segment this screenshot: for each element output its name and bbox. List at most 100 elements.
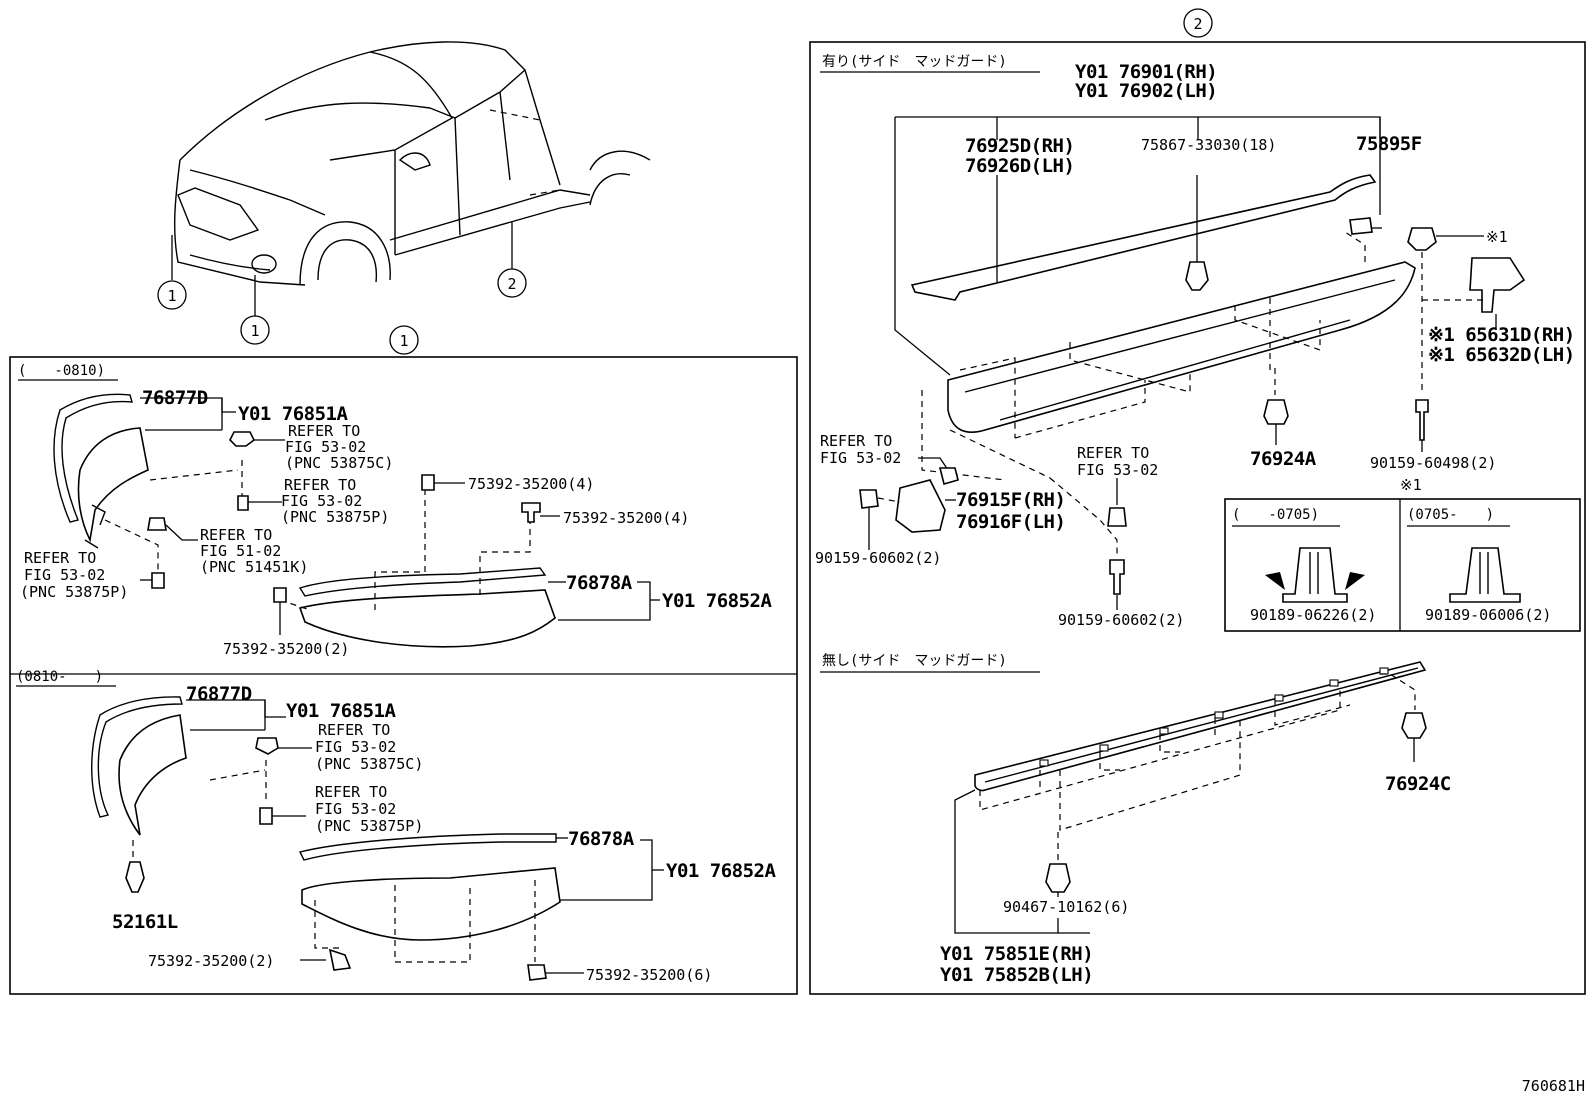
clip-90189-06226-label: 90189-06226(2) — [1250, 606, 1376, 624]
nut-icon — [938, 467, 959, 485]
note-box: ※1 ( -0705) (0705- ) 90189-06226(2) 9018… — [1224, 476, 1581, 632]
svg-text:REFER TO: REFER TO — [24, 549, 96, 567]
part-65631d-label: ※1 65631D(RH) — [1428, 324, 1575, 346]
clip-icon — [1401, 712, 1427, 739]
ref-fig53-02-center: REFER TO FIG 53-02 — [1077, 444, 1158, 479]
left-lower-header: (0810- ) — [16, 669, 103, 685]
clip-90189-06006-label: 90189-06006(2) — [1425, 606, 1551, 624]
bolt-90159-60602-label: 90159-60602(2) — [815, 549, 941, 567]
assy-y01-75852b-label: Y01 75852B(LH) — [940, 964, 1093, 986]
bracket-icon — [1469, 257, 1526, 313]
clip-icon — [527, 964, 547, 981]
callout-1-icon — [157, 280, 187, 310]
clip-75392-label: 75392-35200(4) — [563, 509, 689, 527]
assy-y01-75851e-label: Y01 75851E(RH) — [940, 943, 1093, 965]
clip-icon — [1107, 507, 1127, 527]
note-box-title: ※1 — [1400, 476, 1422, 494]
callout-1-label: 1 — [250, 322, 259, 340]
svg-text:REFER TO: REFER TO — [1077, 444, 1149, 462]
note-left-header: ( -0705) — [1232, 507, 1319, 523]
part-52161l-label: 52161L — [112, 911, 178, 933]
part-76916f-label: 76916F(LH) — [956, 511, 1065, 533]
screw-icon — [1185, 261, 1209, 291]
svg-text:(PNC 53875P): (PNC 53875P) — [315, 817, 423, 835]
left-lower-group: 76877D Y01 76851A 52161L REFER TO FIG 53… — [91, 683, 777, 984]
part-76877d-label: 76877D — [142, 387, 208, 409]
part-y01-76852a-label: Y01 76852A — [666, 860, 776, 882]
screw-icon — [151, 572, 165, 589]
svg-text:FIG 53-02: FIG 53-02 — [1077, 461, 1158, 479]
bolt-90159-60602-label: 90159-60602(2) — [1058, 611, 1184, 629]
screw-75867-label: 75867-33030(18) — [1141, 136, 1276, 154]
part-75895f-label: 75895F — [1356, 133, 1422, 155]
callout-1-label: 1 — [167, 287, 176, 305]
car-overview-illustration: 1 1 2 — [157, 41, 651, 345]
screw-icon — [237, 495, 249, 511]
screw-icon — [259, 807, 273, 825]
svg-text:(PNC 53875P): (PNC 53875P) — [281, 508, 389, 526]
clip-icon — [147, 517, 167, 531]
clip-icon — [229, 431, 256, 447]
arrow-icon — [1265, 572, 1285, 590]
svg-text:FIG 53-02: FIG 53-02 — [281, 492, 362, 510]
clip-75392-label: 75392-35200(4) — [468, 475, 594, 493]
ref-fig53-02-left: REFER TO FIG 53-02 — [820, 432, 901, 467]
ref-fig53-pnc53875c: REFER TO FIG 53-02 (PNC 53875C) — [285, 422, 393, 472]
right-without-header: 無し(サイド マッドガード) — [822, 653, 1007, 669]
clip-90189-06006-icon — [1449, 547, 1521, 603]
right-with-group: Y01 76901(RH) Y01 76902(LH) 76925D(RH) 7… — [815, 61, 1575, 629]
ref-fig53-pnc53875c: REFER TO FIG 53-02 (PNC 53875C) — [315, 721, 423, 773]
svg-text:FIG 53-02: FIG 53-02 — [24, 566, 105, 584]
part-76877d-label: 76877D — [186, 683, 252, 705]
part-76878a-label: 76878A — [566, 572, 633, 594]
svg-text:(PNC 53875C): (PNC 53875C) — [315, 755, 423, 773]
assy-y01-76901-label: Y01 76901(RH) — [1075, 61, 1217, 83]
clip-icon — [521, 502, 541, 523]
assy-y01-76902-label: Y01 76902(LH) — [1075, 80, 1217, 102]
bolt-icon — [859, 489, 879, 509]
clip-icon — [1349, 217, 1373, 235]
clip-75392-label: 75392-35200(2) — [148, 952, 274, 970]
note-mark-1: ※1 — [1486, 228, 1508, 246]
svg-text:REFER TO: REFER TO — [288, 422, 360, 440]
clip-90189-06226-icon — [1282, 547, 1348, 603]
clip-icon — [421, 474, 435, 491]
svg-text:REFER TO: REFER TO — [284, 476, 356, 494]
bolt-icon — [1109, 559, 1125, 595]
clip-icon — [1407, 227, 1437, 251]
clip-icon — [1045, 863, 1071, 893]
svg-text:REFER TO: REFER TO — [200, 526, 272, 544]
svg-text:FIG 51-02: FIG 51-02 — [200, 542, 281, 560]
ref-fig53-pnc53875p: REFER TO FIG 53-02 (PNC 53875P) — [315, 783, 423, 835]
right-without-group: 76924C 90467-10162(6) Y01 75851E(RH) Y01… — [940, 661, 1451, 986]
part-65632d-label: ※1 65632D(LH) — [1428, 344, 1575, 366]
part-76924c-label: 76924C — [1385, 773, 1451, 795]
panel-2-callout-label: 2 — [1193, 15, 1202, 33]
part-y01-76851a-label: Y01 76851A — [238, 403, 348, 425]
arrow-icon — [1345, 572, 1365, 590]
ref-fig53-pnc53875p-left: REFER TO FIG 53-02 (PNC 53875P) — [20, 549, 128, 601]
svg-text:(PNC 53875P): (PNC 53875P) — [20, 583, 128, 601]
part-y01-76852a-label: Y01 76852A — [662, 590, 772, 612]
figure-id: 760681H — [1522, 1077, 1585, 1095]
svg-text:FIG 53-02: FIG 53-02 — [315, 800, 396, 818]
callout-2-label: 2 — [507, 275, 516, 293]
svg-text:FIG 53-02: FIG 53-02 — [285, 438, 366, 456]
note-right-header: (0705- ) — [1407, 507, 1494, 523]
left-upper-group: 76877D Y01 76851A REFER TO FIG 53-02 (PN… — [20, 387, 773, 658]
mudguard-bracket-icon — [895, 479, 946, 533]
ref-fig53-pnc53875p: REFER TO FIG 53-02 (PNC 53875P) — [281, 476, 389, 526]
svg-text:FIG 53-02: FIG 53-02 — [315, 738, 396, 756]
left-panel-frame — [9, 356, 798, 995]
callout-2-icon — [497, 268, 527, 298]
svg-text:(PNC 51451K): (PNC 51451K) — [200, 558, 308, 576]
ref-fig51-pnc51451k: REFER TO FIG 51-02 (PNC 51451K) — [200, 526, 308, 576]
right-panel-frame — [809, 41, 1586, 995]
part-76925d-label: 76925D(RH) — [965, 135, 1074, 157]
left-upper-header: ( -0810) — [18, 363, 105, 379]
callout-1-icon — [240, 315, 270, 345]
part-y01-76851a-label: Y01 76851A — [286, 700, 396, 722]
svg-text:REFER TO: REFER TO — [318, 721, 390, 739]
part-76926d-label: 76926D(LH) — [965, 155, 1074, 177]
